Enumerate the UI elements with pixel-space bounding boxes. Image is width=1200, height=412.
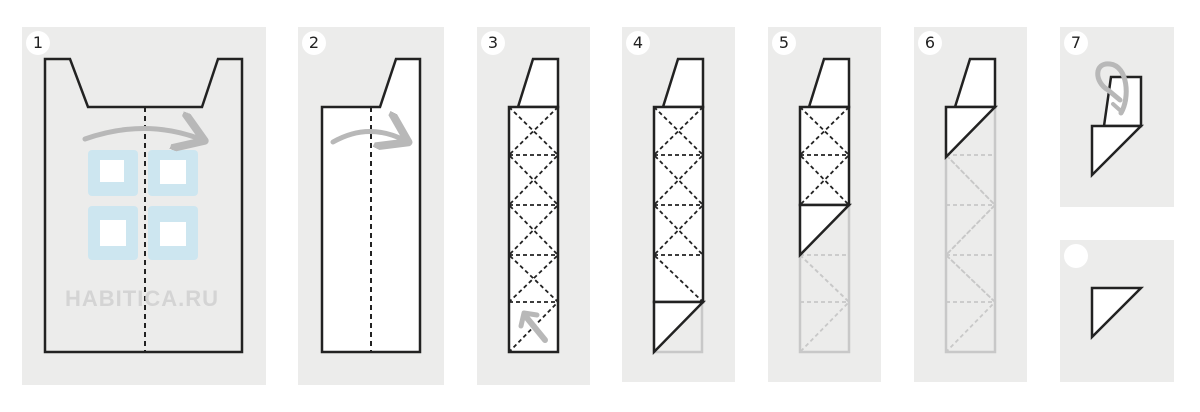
step-badge-7: 7 xyxy=(1064,31,1088,55)
step-badge-6: 6 xyxy=(918,31,942,55)
step-4-shape xyxy=(652,57,706,356)
step-7-shape xyxy=(1090,61,1145,179)
step-2-shape xyxy=(320,57,422,354)
step-6-shape xyxy=(944,57,998,354)
step-badge-3: 3 xyxy=(481,31,505,55)
step-badge-4: 4 xyxy=(626,31,650,55)
step-5-shape xyxy=(798,57,852,354)
step-3-shape xyxy=(507,57,560,354)
step-badge-1: 1 xyxy=(26,31,50,55)
step-8-shape xyxy=(1090,286,1145,341)
habitica-logo xyxy=(88,150,198,260)
step-1-bag xyxy=(43,57,244,354)
step-badge-2: 2 xyxy=(302,31,326,55)
step-badge-8 xyxy=(1064,244,1088,268)
step-badge-5: 5 xyxy=(772,31,796,55)
watermark-text: HABITICA.RU xyxy=(65,286,219,311)
